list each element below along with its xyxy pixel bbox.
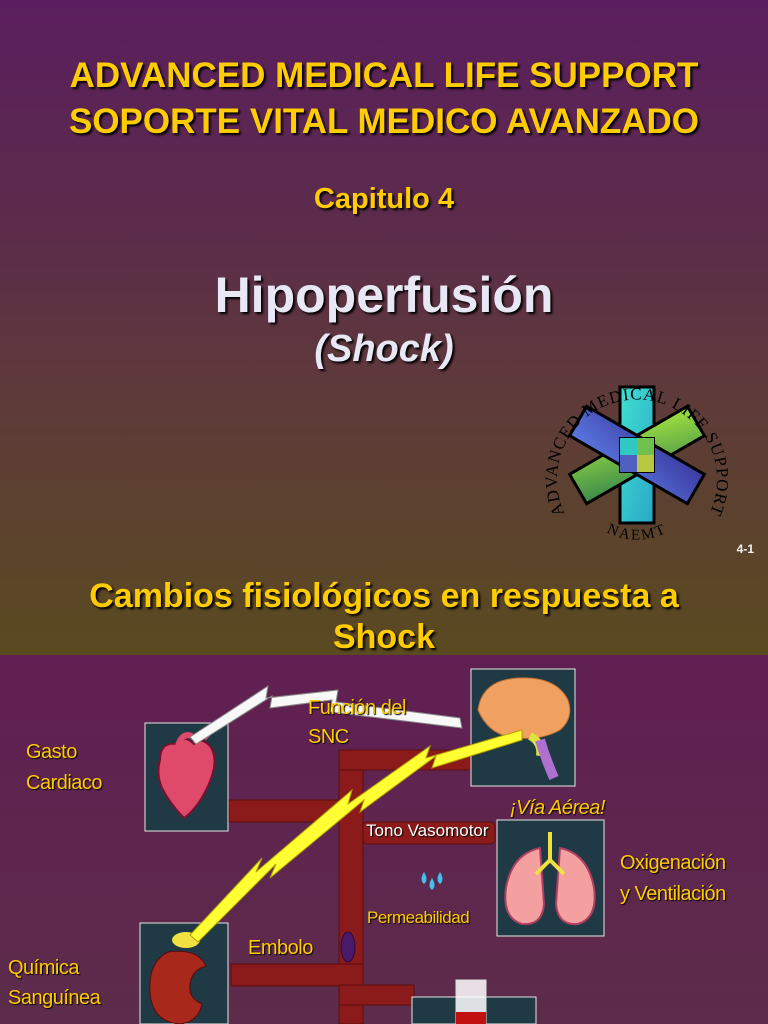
label-via-aerea: ¡Vía Aérea! (510, 797, 605, 819)
label-embolo: Embolo (248, 937, 313, 959)
label-gasto-line1: Gasto (26, 741, 77, 763)
title-slide (0, 0, 768, 655)
slide2-title-line1: Cambios fisiológicos en respuesta a (89, 577, 679, 615)
label-oxigenacion-line1: Oxigenación (620, 852, 726, 874)
chapter-label: Capitulo 4 (313, 183, 455, 215)
course-title-en: ADVANCED MEDICAL LIFE SUPPORT (69, 56, 699, 95)
course-title-es: SOPORTE VITAL MEDICO AVANZADO (68, 102, 700, 141)
slide-number: 4-1 (736, 542, 754, 556)
label-funcion-line1: Función del (308, 697, 406, 719)
topic-subtitle: (Shock) (314, 328, 454, 370)
label-quimica-line1: Química (8, 957, 79, 979)
label-quimica-line2: Sanguínea (8, 987, 101, 1009)
label-tono-vasomotor: Tono Vasomotor (366, 821, 489, 840)
label-oxigenacion-line2: y Ventilación (620, 883, 726, 905)
topic-title: Hipoperfusión (214, 267, 554, 323)
label-funcion-line2: SNC (308, 726, 349, 748)
label-permeabilidad: Permeabilidad (367, 908, 470, 927)
slide2-title-line2: Shock (332, 618, 436, 656)
label-gasto-line2: Cardiaco (26, 772, 103, 794)
